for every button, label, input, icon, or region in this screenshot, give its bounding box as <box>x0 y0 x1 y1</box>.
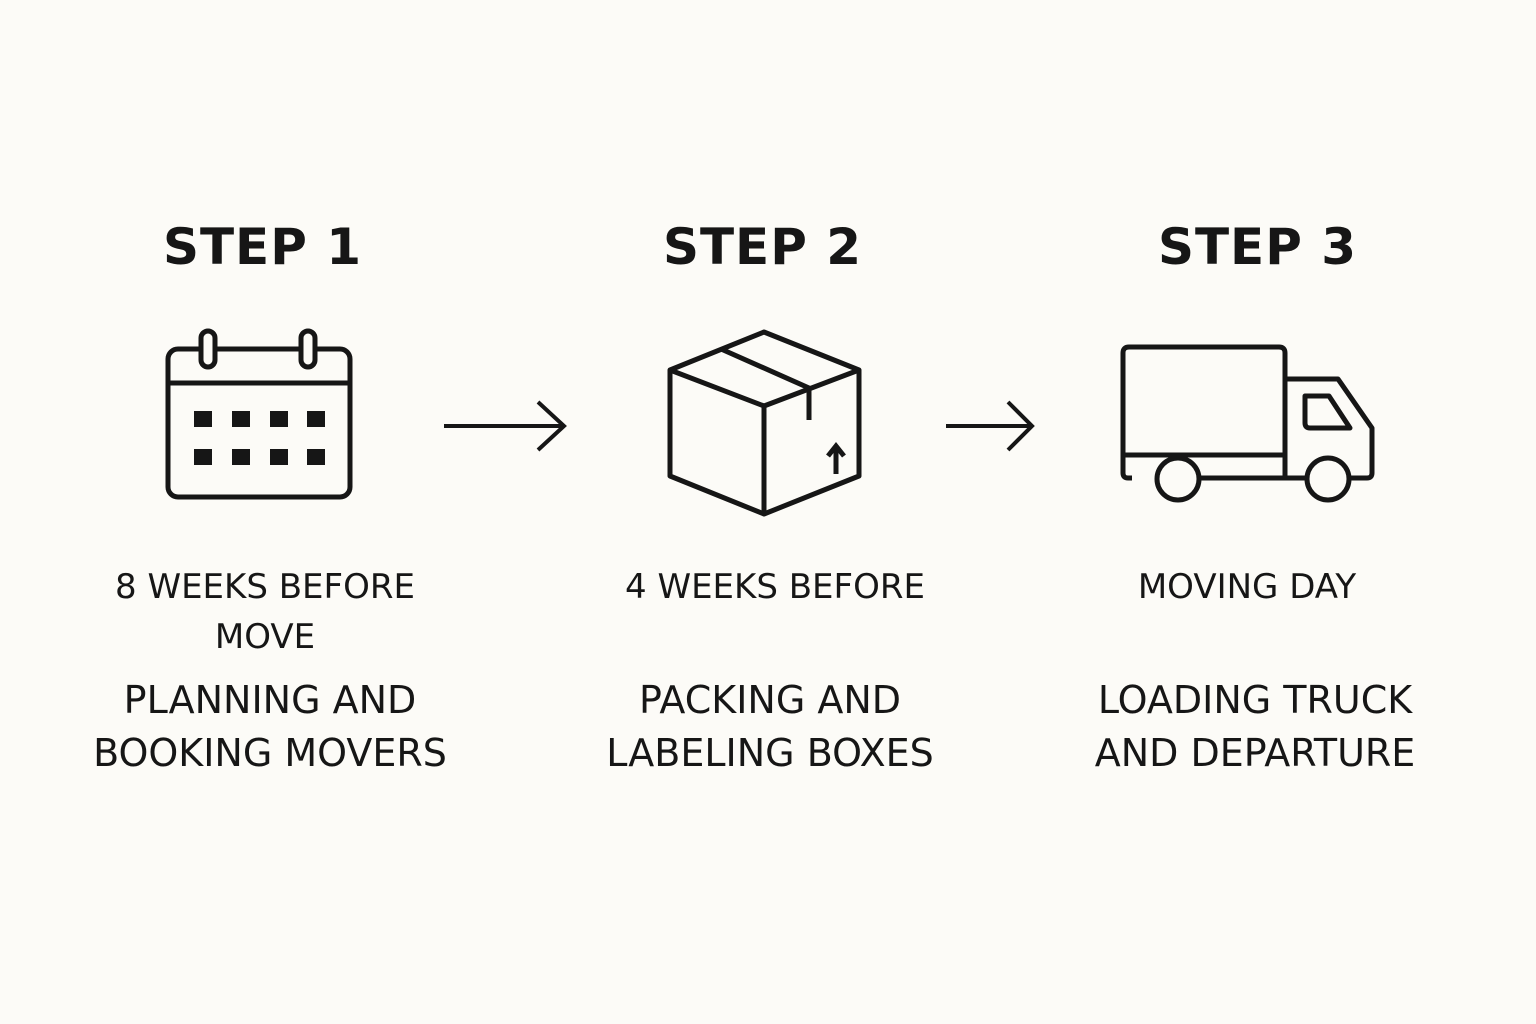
step-3-timing: MOVING DAY <box>1137 567 1357 607</box>
step-1-timing: 8 WEEKS BEFORE MOVE <box>115 567 415 657</box>
calendar-icon <box>160 325 360 505</box>
step-3-title: STEP 3 <box>1157 218 1358 276</box>
truck-icon <box>1118 342 1380 508</box>
arrow-right-icon <box>440 398 570 454</box>
step-2-timing: 4 WEEKS BEFORE <box>625 567 925 607</box>
step-3-description-line-1: LOADING TRUCK <box>1097 678 1413 722</box>
step-1-title: STEP 1 <box>162 218 363 276</box>
step-1-description-line-2: BOOKING MOVERS <box>93 731 447 775</box>
step-1-description: PLANNING AND BOOKING MOVERS <box>60 674 480 780</box>
step-2-title: STEP 2 <box>662 218 863 276</box>
arrow-right-icon <box>942 398 1042 454</box>
step-2-description-line-2: LABELING BOXES <box>606 731 934 775</box>
step-3-description: LOADING TRUCK AND DEPARTURE <box>1045 674 1465 780</box>
step-3-description-line-2: AND DEPARTURE <box>1094 731 1416 775</box>
step-1-description-line-1: PLANNING AND <box>123 678 417 722</box>
step-2-description: PACKING AND LABELING BOXES <box>560 674 980 780</box>
step-2-description-line-1: PACKING AND <box>638 678 902 722</box>
box-icon <box>664 328 864 520</box>
